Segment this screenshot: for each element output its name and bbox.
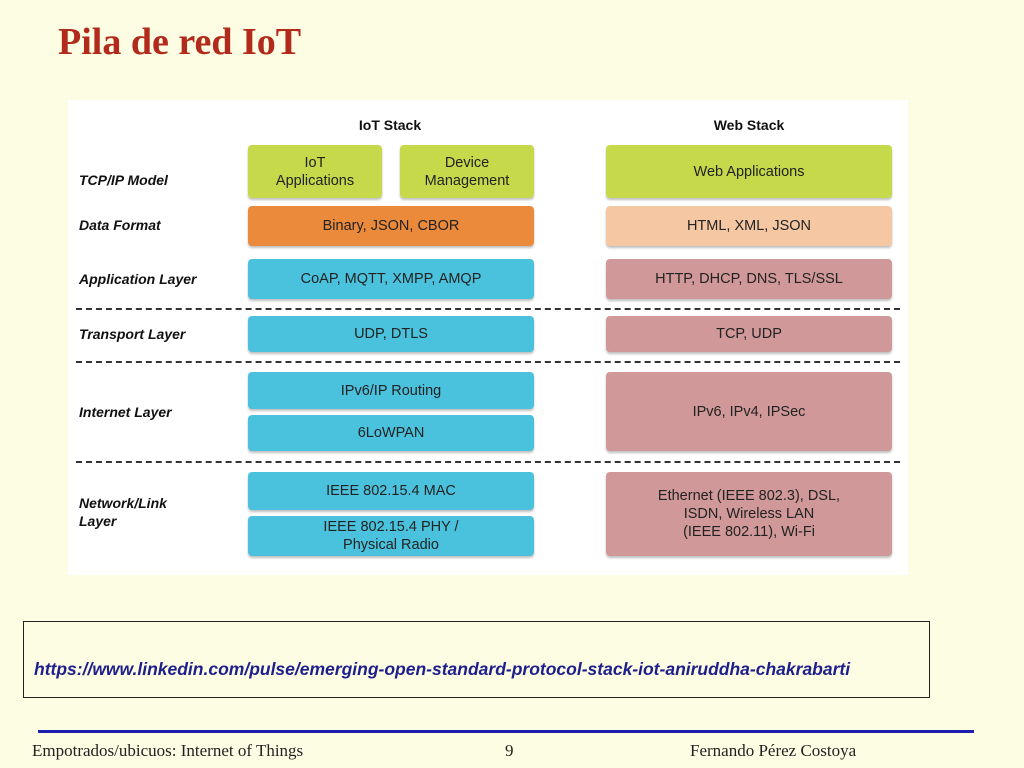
device-management-box: Device Management	[400, 145, 534, 198]
web-stack-header: Web Stack	[713, 117, 785, 133]
web-data-format-box: HTML, XML, JSON	[606, 206, 892, 246]
iot-mac-box: IEEE 802.15.4 MAC	[248, 472, 534, 510]
source-link[interactable]: https://www.linkedin.com/pulse/emerging-…	[34, 659, 851, 679]
row-label-network-link-layer: Network/Link Layer	[79, 495, 167, 529]
footer-divider	[38, 730, 974, 733]
footer-author: Fernando Pérez Costoya	[690, 741, 857, 760]
divider-line	[76, 308, 900, 310]
row-label-data-format: Data Format	[79, 217, 161, 233]
iot-application-layer-box: CoAP, MQTT, XMPP, AMQP	[248, 259, 534, 299]
iot-6lowpan-box: 6LoWPAN	[248, 415, 534, 451]
web-network-link-layer-box: Ethernet (IEEE 802.3), DSL, ISDN, Wirele…	[606, 472, 892, 556]
iot-ipv6-routing-box: IPv6/IP Routing	[248, 372, 534, 409]
source-box: https://www.linkedin.com/pulse/emerging-…	[23, 621, 930, 698]
footer-page-number: 9	[505, 741, 514, 760]
row-label-transport-layer: Transport Layer	[79, 326, 186, 342]
iot-data-format-box: Binary, JSON, CBOR	[248, 206, 534, 246]
divider-line	[76, 461, 900, 463]
protocol-stack-diagram: IoT Stack Web Stack TCP/IP Model Data Fo…	[68, 100, 908, 575]
iot-applications-box: IoT Applications	[248, 145, 382, 198]
iot-phy-box: IEEE 802.15.4 PHY / Physical Radio	[248, 516, 534, 556]
row-label-tcpip-model: TCP/IP Model	[79, 172, 168, 188]
web-transport-layer-box: TCP, UDP	[606, 316, 892, 352]
divider-line	[76, 361, 900, 363]
row-label-application-layer: Application Layer	[79, 271, 197, 287]
iot-transport-layer-box: UDP, DTLS	[248, 316, 534, 352]
web-application-layer-box: HTTP, DHCP, DNS, TLS/SSL	[606, 259, 892, 299]
slide-title: Pila de red IoT	[58, 21, 302, 63]
row-label-internet-layer: Internet Layer	[79, 404, 172, 420]
web-applications-box: Web Applications	[606, 145, 892, 198]
footer-course: Empotrados/ubicuos: Internet of Things	[32, 741, 304, 760]
web-internet-layer-box: IPv6, IPv4, IPSec	[606, 372, 892, 451]
iot-stack-header: IoT Stack	[358, 117, 422, 133]
